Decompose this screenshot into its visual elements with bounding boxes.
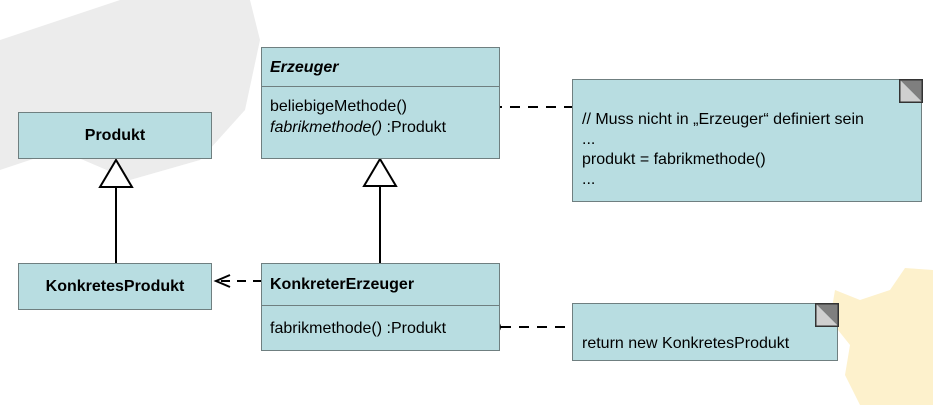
class-name-erzeuger: Erzeuger: [262, 48, 499, 87]
generalization-arrowhead-produkt: [98, 158, 134, 188]
note-line: produkt = fabrikmethode(): [582, 151, 766, 168]
method-fabrikmethode-abstract: fabrikmethode() :Produkt: [270, 119, 447, 136]
note-line: return new KonkretesProdukt: [582, 335, 790, 352]
yellow-gear-shape: [830, 268, 933, 405]
members-erzeuger: beliebigeMethode() fabrikmethode() :Prod…: [270, 96, 446, 138]
class-name-konkreter-erzeuger: KonkreterErzeuger: [262, 264, 499, 306]
method-fabrikmethode-concrete: fabrikmethode() :Produkt: [270, 320, 447, 337]
note-konkreter-text: return new KonkretesProdukt: [582, 334, 789, 354]
class-erzeuger[interactable]: Erzeuger beliebigeMethode() fabrikmethod…: [261, 47, 500, 159]
note-line: // Muss nicht in „Erzeuger“ definiert se…: [582, 111, 864, 128]
note-line: ...: [582, 131, 596, 148]
members-konkreter-erzeuger: fabrikmethode() :Produkt: [270, 318, 446, 339]
note-line: ...: [582, 171, 596, 188]
note-erzeuger-text: // Muss nicht in „Erzeuger“ definiert se…: [582, 110, 864, 190]
note-erzeuger[interactable]: // Muss nicht in „Erzeuger“ definiert se…: [572, 78, 923, 202]
class-konkretes-produkt[interactable]: KonkretesProdukt: [18, 263, 212, 310]
generalization-arrowhead-erzeuger: [362, 157, 398, 187]
note-konkreter-erzeuger[interactable]: return new KonkretesProdukt: [572, 302, 839, 361]
note-corner-icon: [814, 302, 839, 327]
note-corner-icon: [898, 78, 923, 103]
dependency-arrowhead: [213, 274, 231, 288]
class-produkt[interactable]: Produkt: [18, 112, 212, 159]
class-konkreter-erzeuger[interactable]: KonkreterErzeuger fabrikmethode() :Produ…: [261, 263, 500, 351]
class-name-produkt: Produkt: [84, 126, 146, 144]
method-beliebige-methode: beliebigeMethode(): [270, 98, 407, 115]
class-name-konkretes-produkt: KonkretesProdukt: [45, 277, 185, 295]
